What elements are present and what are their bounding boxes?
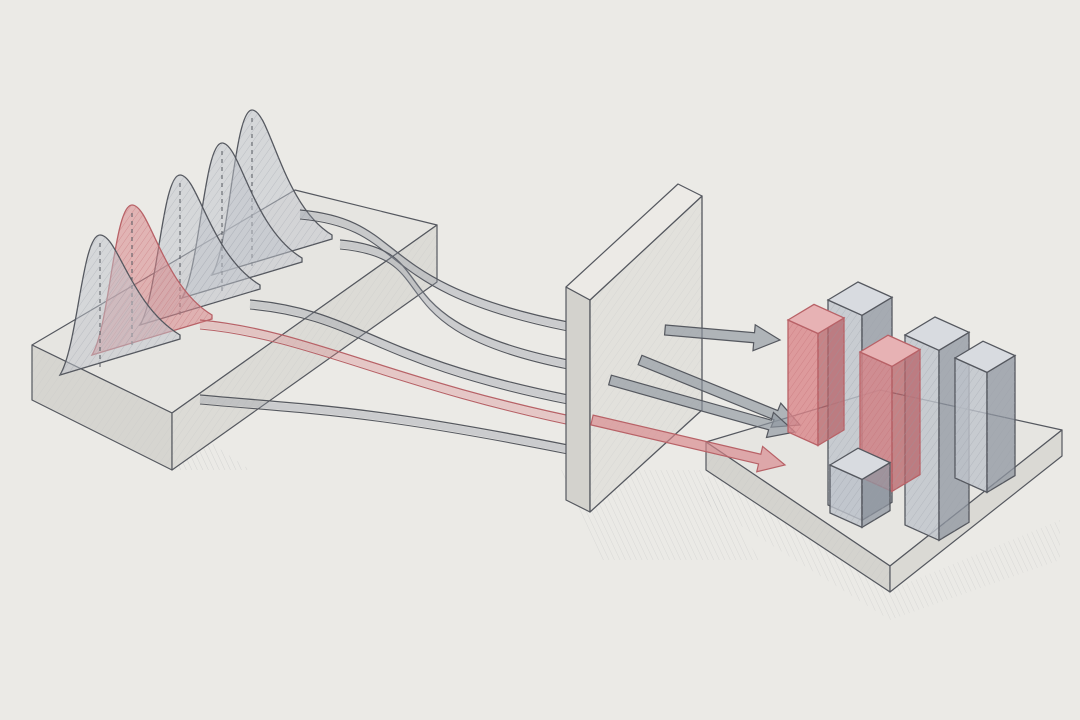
output-bars xyxy=(786,281,1017,542)
flow-ribbon-4 xyxy=(199,319,591,430)
flow-ribbon-5 xyxy=(199,394,569,455)
flow-ribbon-2 xyxy=(339,239,569,370)
flow-ribbon-3 xyxy=(249,299,569,405)
distribution-curve-1 xyxy=(58,234,181,377)
output-arrows xyxy=(590,323,802,473)
distribution-slices xyxy=(58,109,333,377)
transform-panel xyxy=(565,183,703,513)
arrow-right-icon xyxy=(590,414,787,473)
flow-ribbons xyxy=(199,209,591,455)
arrow-right-icon xyxy=(663,323,782,352)
output-bar-3 xyxy=(786,303,846,447)
left-platform xyxy=(31,189,438,471)
output-bar-6 xyxy=(828,447,892,529)
output-bar-4 xyxy=(953,340,1017,494)
arrow-right-icon xyxy=(607,374,797,439)
